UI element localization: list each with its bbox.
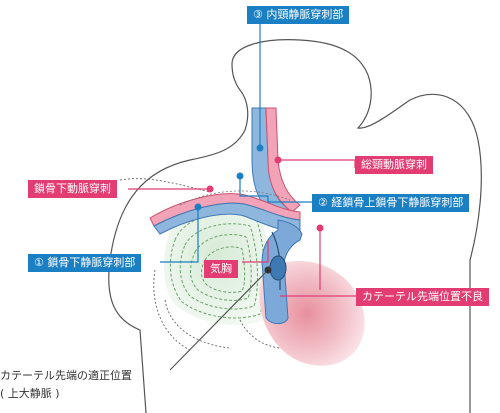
dot-subclavian-artery — [206, 185, 214, 193]
leader-supraclavicular — [239, 176, 312, 203]
label-subclavian-artery: 鎖骨下動脈穿刺 — [28, 180, 117, 198]
label-malposition: カテーテル先端位置不良 — [356, 288, 489, 306]
body-outline — [108, 39, 482, 413]
clavicle — [179, 190, 291, 206]
label-internal-jugular: ③ 内頸静脈穿刺部 — [247, 6, 350, 24]
label-correct-position-sub: ( 上大静脈 ) — [0, 387, 60, 400]
dot-internal-jugular — [256, 144, 264, 152]
leader-subclavian-vein — [160, 207, 199, 263]
label-common-carotid: 総頸動脈穿刺 — [355, 156, 433, 174]
dot-supraclavicular — [236, 172, 244, 180]
dot-malposition — [316, 224, 324, 232]
leader-common-carotid — [278, 159, 356, 168]
leader-pneumothorax — [242, 240, 269, 263]
label-pneumothorax: 気胸 — [204, 260, 238, 278]
label-supraclavicular: ② 経鎖骨上鎖骨下静脈穿刺部 — [312, 194, 470, 212]
dot-subclavian-vein — [194, 203, 202, 211]
common-carotid-artery — [265, 107, 301, 213]
malposition-pocket — [269, 255, 287, 281]
leader-correct-position — [169, 269, 269, 371]
dot-correct-position — [264, 266, 272, 274]
label-subclavian-vein: ① 鎖骨下静脈穿刺部 — [28, 254, 142, 272]
dot-common-carotid — [274, 156, 282, 164]
label-correct-position: カテーテル先端の適正位置 — [0, 369, 132, 382]
